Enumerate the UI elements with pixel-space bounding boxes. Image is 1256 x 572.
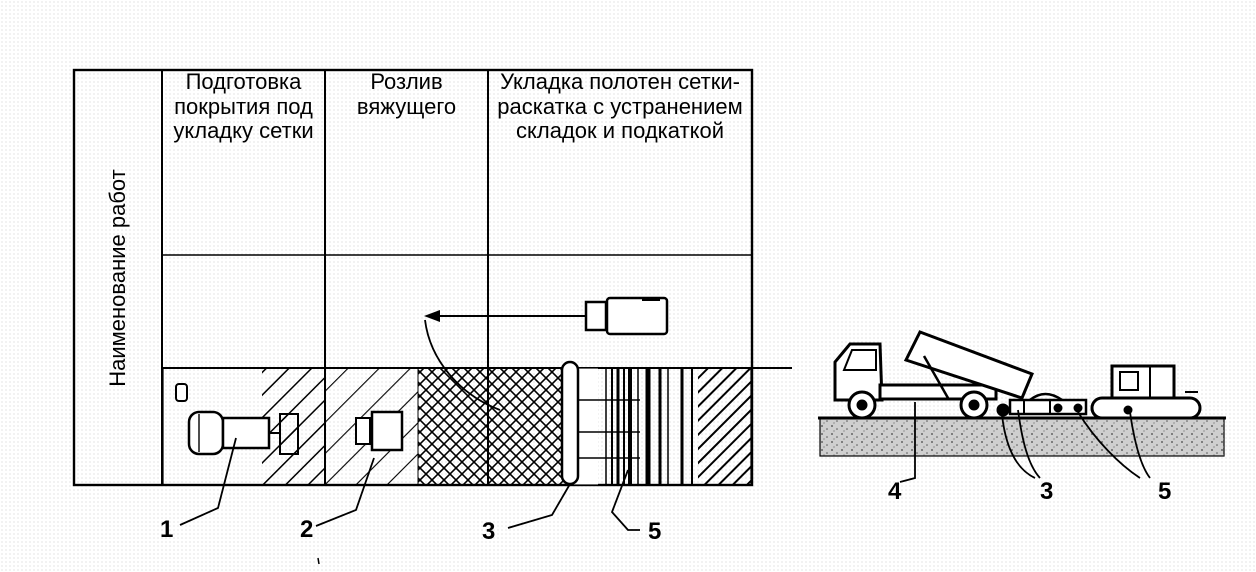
roller-machine bbox=[1090, 364, 1202, 420]
callout-4-side: 4 bbox=[888, 478, 902, 505]
machine-1 bbox=[175, 383, 299, 456]
mesh-roll-unit bbox=[996, 392, 1088, 417]
dump-truck bbox=[833, 330, 1034, 420]
column-header-preparation: Подготовка покрытия под укладку сетки bbox=[173, 69, 314, 143]
callout-3-side: 3 bbox=[1040, 478, 1054, 505]
column-header-mesh-laying: Укладка полотен сетки- раскатка с устран… bbox=[497, 69, 743, 143]
row-header-label: Наименование работ bbox=[105, 168, 130, 387]
truck-top-view bbox=[584, 296, 669, 336]
plan-leaders bbox=[179, 437, 640, 531]
column-header-binder: Розлив вяжущего bbox=[356, 69, 457, 119]
callout-2: 2 bbox=[300, 516, 314, 543]
side-leaders bbox=[899, 402, 1151, 483]
callout-3-plan: 3 bbox=[482, 518, 496, 545]
machine-2 bbox=[355, 410, 404, 452]
row-header-cell: Наименование работ bbox=[74, 70, 162, 485]
callout-1: 1 bbox=[160, 516, 174, 543]
direction-arrow bbox=[424, 310, 585, 411]
callout-5-plan: 5 bbox=[648, 518, 662, 545]
side-view bbox=[818, 330, 1226, 483]
roller-3-plan bbox=[560, 360, 580, 486]
callout-5-side: 5 bbox=[1158, 478, 1172, 505]
